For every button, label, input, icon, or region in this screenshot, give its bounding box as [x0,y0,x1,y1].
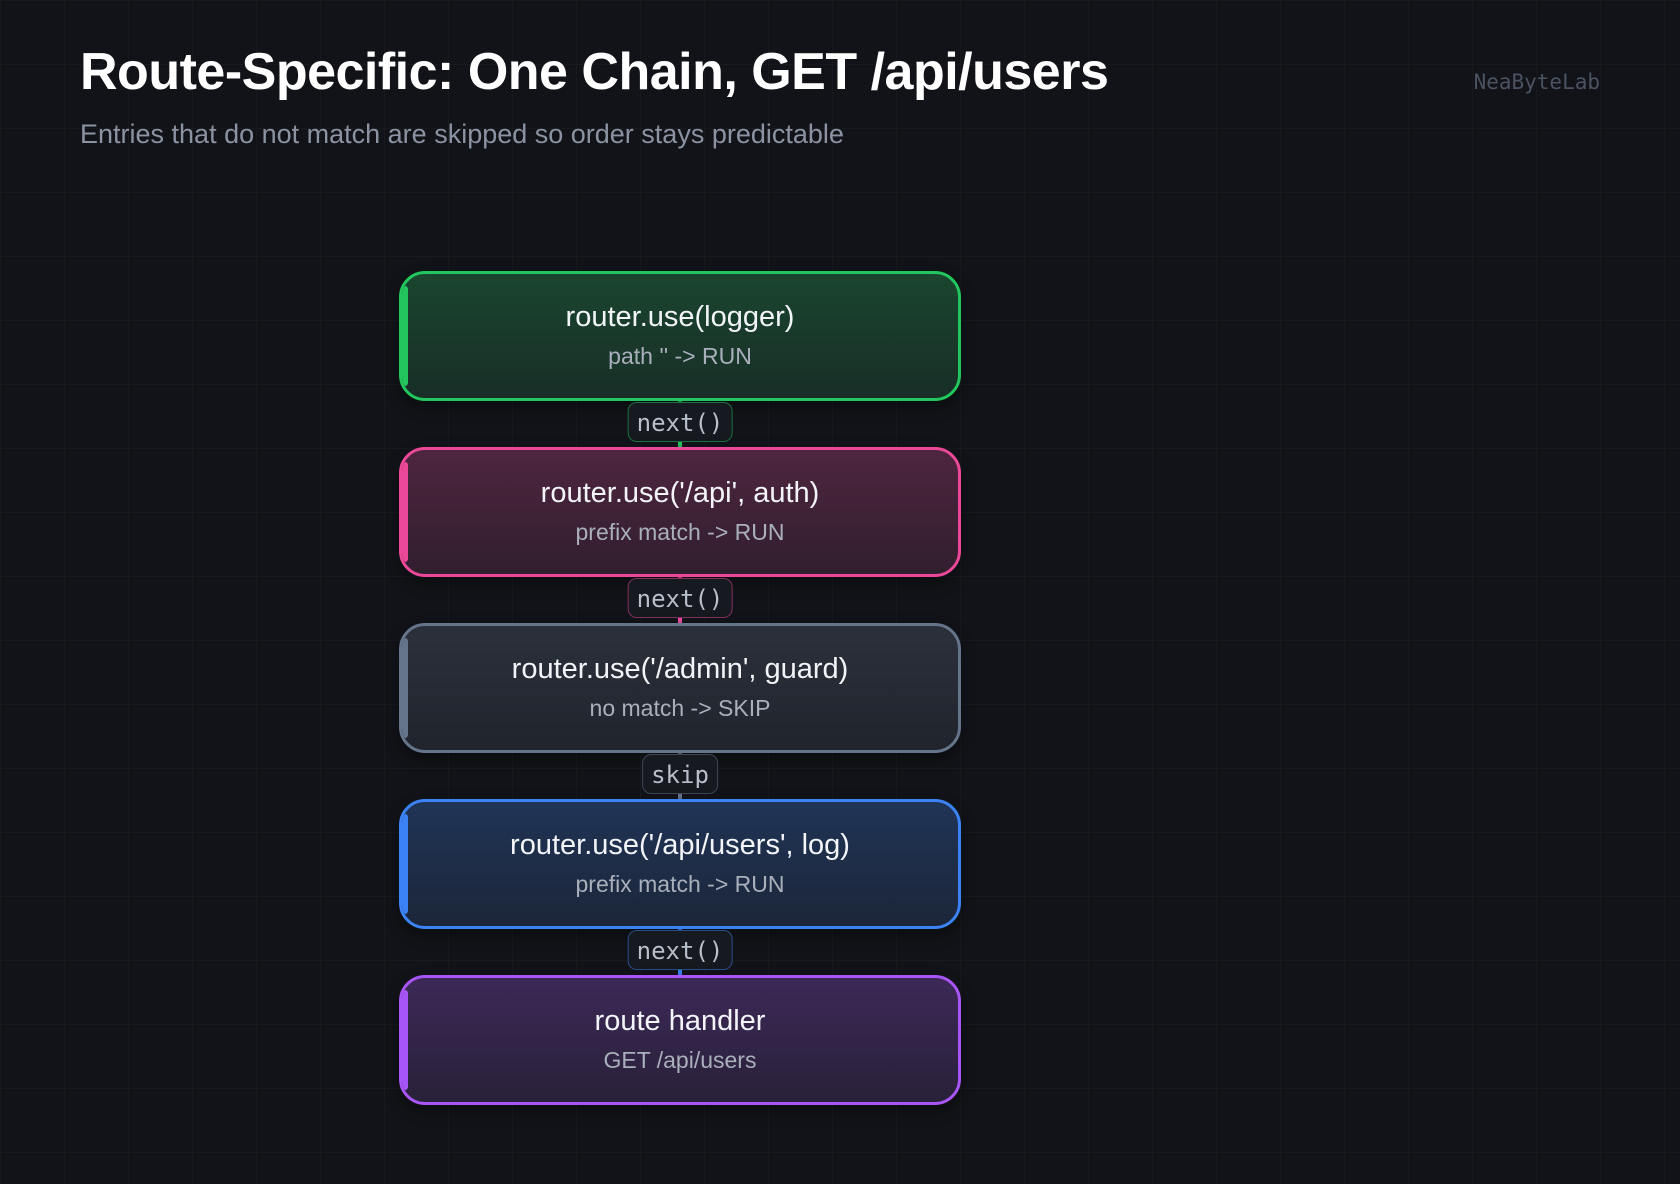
edge-label-next: next() [627,402,733,442]
node-api-users-log: router.use('/api/users', log) prefix mat… [399,799,961,929]
node-api-auth: router.use('/api', auth) prefix match ->… [399,447,961,577]
node-subtitle: prefix match -> RUN [575,871,785,897]
node-subtitle: prefix match -> RUN [575,519,785,545]
node-subtitle: no match -> SKIP [589,695,771,721]
node-title: router.use(logger) [565,301,795,333]
edge-label-skip: skip [642,754,718,794]
brand-watermark: NeaByteLab [1473,70,1600,94]
node-route-handler: route handler GET /api/users [399,975,961,1105]
node-subtitle: GET /api/users [603,1047,757,1073]
edge-label-next: next() [627,578,733,618]
node-admin-guard: router.use('/admin', guard) no match -> … [399,623,961,753]
node-title: router.use('/api/users', log) [510,829,850,861]
page-subtitle: Entries that do not match are skipped so… [80,119,844,149]
node-logger: router.use(logger) path '' -> RUN [399,271,961,401]
node-title: router.use('/api', auth) [540,477,820,509]
node-title: router.use('/admin', guard) [511,653,849,685]
node-title: route handler [594,1005,766,1037]
edge-label-next: next() [627,930,733,970]
node-subtitle: path '' -> RUN [608,343,752,369]
page-title: Route-Specific: One Chain, GET /api/user… [80,43,1109,101]
